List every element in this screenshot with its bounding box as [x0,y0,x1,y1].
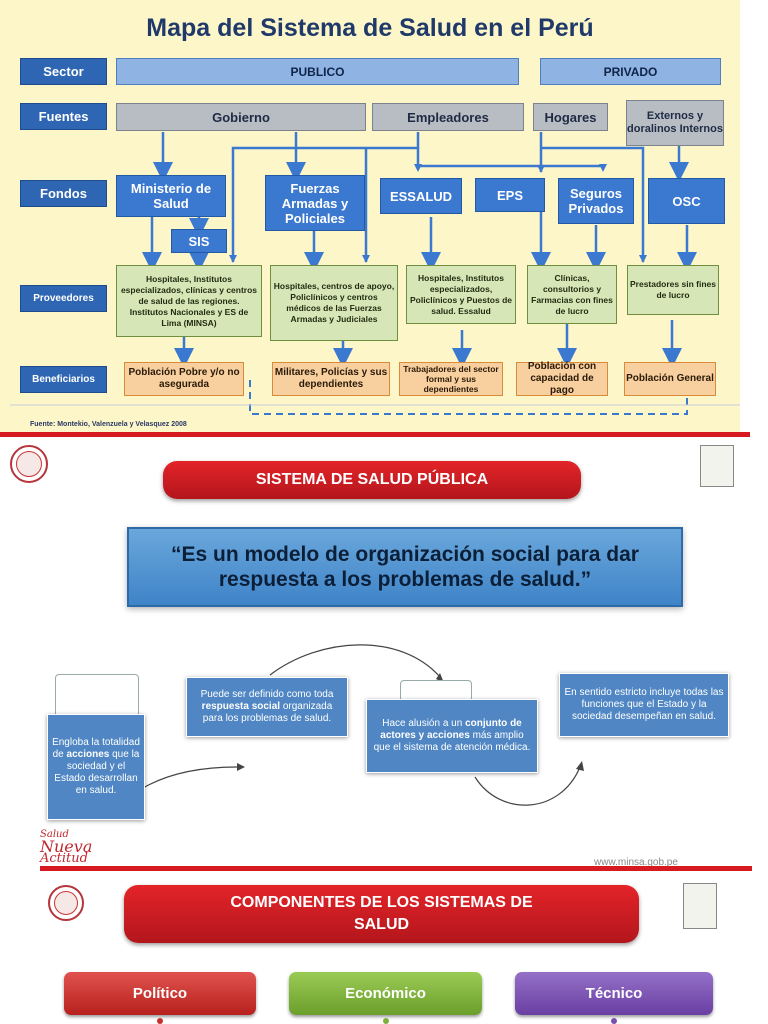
fuente-gobierno: Gobierno [116,103,366,131]
bullet-tecnico-icon [611,1018,617,1024]
fuente-hogares: Hogares [533,103,608,131]
card-3-text-c: más amplio que el sistema de atención mé… [373,730,531,753]
slide2-title: SISTEMA DE SALUD PÚBLICA [163,461,581,499]
definition-quote: “Es un modelo de organización social par… [127,527,683,607]
fondo-eps: EPS [475,178,545,212]
institution-crest-icon [700,445,734,487]
card-1: Engloba la totalidad de acciones que la … [47,714,145,820]
map-source: Fuente: Montekio, Valenzuela y Velasquez… [30,421,187,428]
footer-url: www.minsa.gob.pe [594,857,678,868]
card-2-text-a: Puede ser definido como toda [200,689,334,700]
fondo-sis: SIS [171,229,227,253]
slide3-title-line-2: SALUD [353,916,410,933]
beneficiario-militares: Militares, Policías y sus dependientes [272,362,390,396]
row-label-sector: Sector [20,58,107,85]
component-economico: Económico [289,972,482,1015]
slide3-title-line-1: COMPONENTES DE LOS SISTEMAS DE [230,894,533,911]
institution-crest-icon-2 [683,883,717,929]
logo-line-2: Nueva [40,837,93,856]
card-1-text-c: que la sociedad y el Estado desarrollan … [54,749,140,796]
salud-nueva-actitud-logo: Salud Nueva Actitud [40,829,120,865]
card-4: En sentido estricto incluye todas las fu… [559,673,729,737]
university-seal-icon [10,445,48,483]
slide3-title: COMPONENTES DE LOS SISTEMAS DE SALUD [124,885,639,943]
card-2-text-c: organizada para los problemas de salud. [202,701,333,724]
beneficiario-trabajadores: Trabajadores del sector formal y sus dep… [399,362,503,396]
proveedor-essalud: Hospitales, Institutos especializados, P… [406,265,516,324]
fuente-empleadores: Empleadores [372,103,524,131]
beneficiario-pobre: Población Pobre y/o no asegurada [124,362,244,396]
component-tecnico: Técnico [515,972,713,1015]
sector-privado: PRIVADO [540,58,721,85]
red-separator-bottom [40,866,752,871]
card-2: Puede ser definido como toda respuesta s… [186,677,348,737]
fondo-seguros: Seguros Privados [558,178,634,224]
row-label-beneficiarios: Beneficiarios [20,366,107,393]
sector-publico: PUBLICO [116,58,519,85]
quote-line-2: respuesta a los problemas de salud.” [218,568,592,591]
fondo-essalud: ESSALUD [380,178,462,214]
proveedor-privados: Clínicas, consultorios y Farmacias con f… [527,265,617,324]
fondo-ffaa: Fuerzas Armadas y Policiales [265,175,365,231]
card-3-emphasis: conjunto de actores y acciones [380,718,522,741]
logo-line-3: Actitud [40,851,88,866]
card-1-header [55,674,139,720]
logo-line-1: Salud [40,829,69,840]
proveedor-ffaa: Hospitales, centros de apoyo, Policlínic… [270,265,398,341]
card-3: Hace alusión a un conjunto de actores y … [366,699,538,773]
proveedor-minsa: Hospitales, Institutos especializados, c… [116,265,262,337]
fuente-externos: Externos y doralinos Internos [626,100,724,146]
beneficiario-capacidad: Población con capacidad de pago [516,361,608,396]
beneficiario-general: Población General [624,362,716,396]
red-separator-top [0,432,750,437]
slide-componentes: COMPONENTES DE LOS SISTEMAS DE SALUD Pol… [0,871,768,1024]
card-1-text-a: Engloba la totalidad de [52,737,140,760]
proveedor-osc: Prestadores sin fines de lucro [627,265,719,315]
health-system-map: Mapa del Sistema de Salud en el Perú [0,0,740,432]
bullet-politico-icon [157,1018,163,1024]
slide-sistema-salud-publica: SISTEMA DE SALUD PÚBLICA “Es un modelo d… [0,437,768,868]
fondo-minsa: Ministerio de Salud [116,175,226,217]
card-2-emphasis: respuesta social [201,701,281,712]
row-label-fondos: Fondos [20,180,107,207]
map-title: Mapa del Sistema de Salud en el Perú [146,14,594,42]
bullet-economico-icon [383,1018,389,1024]
fondo-osc: OSC [648,178,725,224]
university-seal-icon-2 [48,885,84,921]
component-politico: Político [64,972,256,1015]
row-label-proveedores: Proveedores [20,285,107,312]
card-1-emphasis: acciones [66,749,110,760]
row-label-fuentes: Fuentes [20,103,107,130]
cycle-arrows [114,644,584,820]
quote-line-1: “Es un modelo de organización social par… [171,543,639,566]
card-3-text-a: Hace alusión a un [382,718,466,729]
map-connectors [10,132,740,415]
